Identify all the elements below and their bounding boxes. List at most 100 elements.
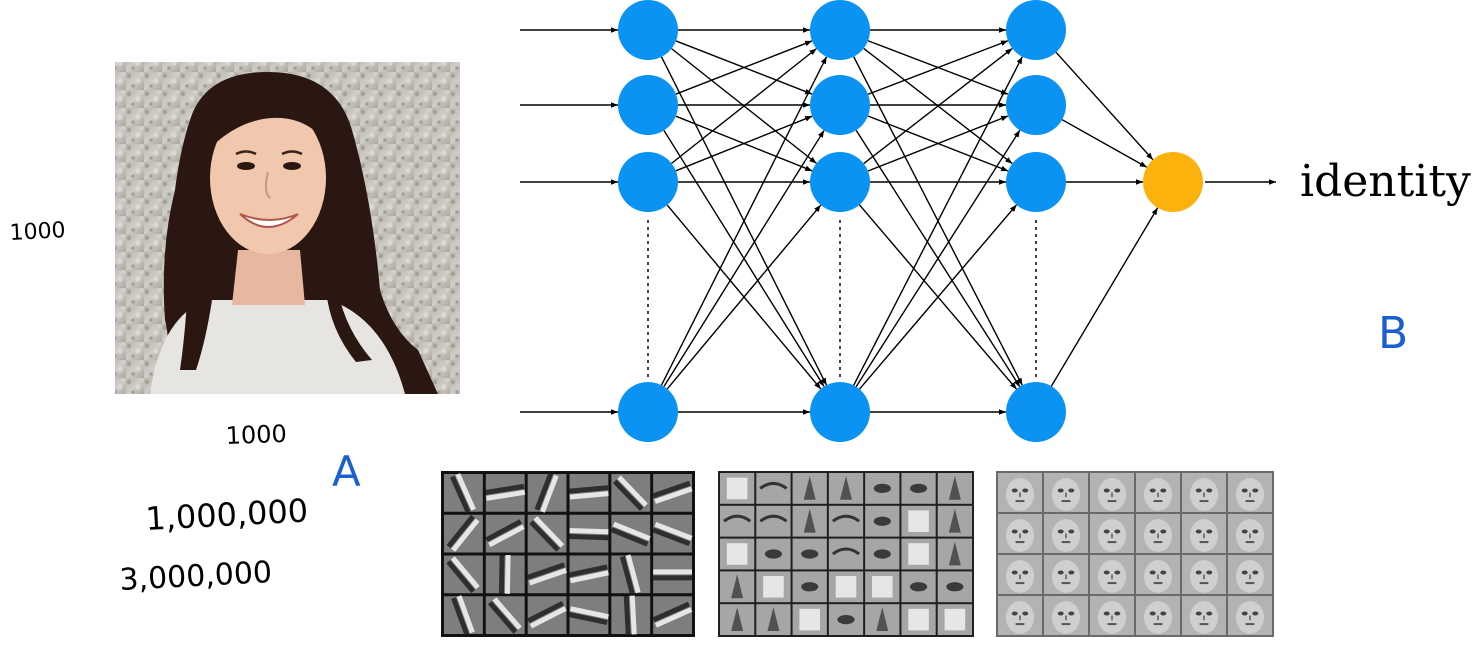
hidden-node-l3-2 [1006,75,1066,135]
face-tile [1182,473,1226,512]
face-tile [1044,555,1088,594]
connection-l1-2-1 [675,40,813,95]
edge-filter-tile [527,472,567,513]
face-part-tile [720,505,755,537]
edge-filter-tile [485,514,525,553]
face-part-tile [720,538,755,570]
connection-l2-4-2 [855,129,1021,388]
edge-filter-tile [485,474,526,512]
face-tile [1090,555,1134,594]
edge-filter-tile [527,596,567,634]
connection-l1-4-1 [660,56,828,386]
face-part-tile [865,538,900,570]
face-part-tile [756,538,791,570]
edge-filter-tile [485,596,525,634]
network-nodes [618,0,1203,442]
face-tile [1044,596,1088,635]
face-part-tile [828,571,864,603]
connection-l2-4-3 [858,204,1018,390]
face-part-tile [865,571,900,603]
face-part-tile [901,473,936,504]
edge-filter-tile [569,474,609,512]
connection-to-output-1 [1055,51,1154,161]
face-part-tile [901,505,936,537]
connection-l2-2-1 [867,40,1009,95]
hidden-node-l3-1 [1006,0,1066,60]
face-part-tile [756,571,791,603]
face-tile [998,473,1042,512]
face-part-tile [828,473,864,504]
face-part-tile [720,473,755,504]
edge-filter-tile [527,514,567,553]
face-tile [1228,596,1272,635]
face-part-tile [792,604,827,635]
face-tile [1228,473,1272,512]
connection-l2-3-1 [863,47,1013,165]
face-part-tile [828,538,864,570]
face-part-tile [865,604,900,635]
edge-filter-tile [444,555,483,594]
edge-filter-tile [610,514,651,553]
face-part-tile [792,538,827,570]
hidden-node-l1-1 [618,0,678,60]
face-part-tile [865,505,900,537]
connection-l2-3-2 [867,115,1009,172]
connection-to-output-2 [1061,119,1148,168]
face-part-tile [792,571,827,603]
width-annotation: 1000 [225,420,287,450]
face-tile [1136,514,1180,553]
connection-l1-3-1 [671,48,817,164]
letter-a-annotation: A [332,447,361,496]
face-part-tile [901,604,936,635]
face-tile [998,555,1042,594]
face-tile [998,596,1042,635]
face-part-tile [828,604,864,635]
face-features-panel [996,471,1274,637]
face-tile [1044,514,1088,553]
face-tile [1182,555,1226,594]
connection-l1-4-2 [663,130,825,387]
face-part-tile [865,473,900,504]
face-tile [1182,514,1226,553]
edge-filter-tile [569,514,609,553]
face-tile [1090,514,1134,553]
face-tile [1136,473,1180,512]
edge-filter-tile [444,473,483,514]
face-tile [1090,596,1134,635]
face-part-tile [720,604,755,635]
face-part-tile [756,604,791,635]
hidden-node-l2-4 [810,382,870,442]
face-tile [1136,596,1180,635]
face-part-tile [901,538,936,570]
input-count-annotation: 3,000,000 [119,555,273,598]
hidden-node-l2-2 [810,75,870,135]
face-tile [998,514,1042,553]
connection-l2-4-1 [853,56,1023,386]
edge-filter-tile [568,596,609,634]
edge-filter-tile [444,514,483,553]
connection-to-output-4 [1050,207,1159,387]
hidden-node-l3-4 [1006,382,1066,442]
face-part-tile [937,473,972,504]
face-part-tile [828,505,864,537]
edge-filters-panel [441,471,695,637]
face-part-tile [720,571,755,603]
face-part-tile [937,538,972,570]
edge-filter-tile [444,595,483,636]
output-node [1143,152,1203,212]
face-part-tile [901,571,936,603]
edge-filter-tile [652,474,693,512]
hidden-node-l1-3 [618,152,678,212]
network-connections [520,27,1159,415]
pixel-count-annotation: 1,000,000 [144,492,309,538]
hidden-node-l2-1 [810,0,870,60]
output-label: identity [1300,156,1471,207]
face-tile [1228,555,1272,594]
hidden-node-l1-2 [618,75,678,135]
edge-filter-tile [653,555,692,594]
portrait-photo [115,62,460,394]
face-part-tile [792,505,827,537]
face-tile [1182,596,1226,635]
connection-l1-4-3 [666,204,822,390]
